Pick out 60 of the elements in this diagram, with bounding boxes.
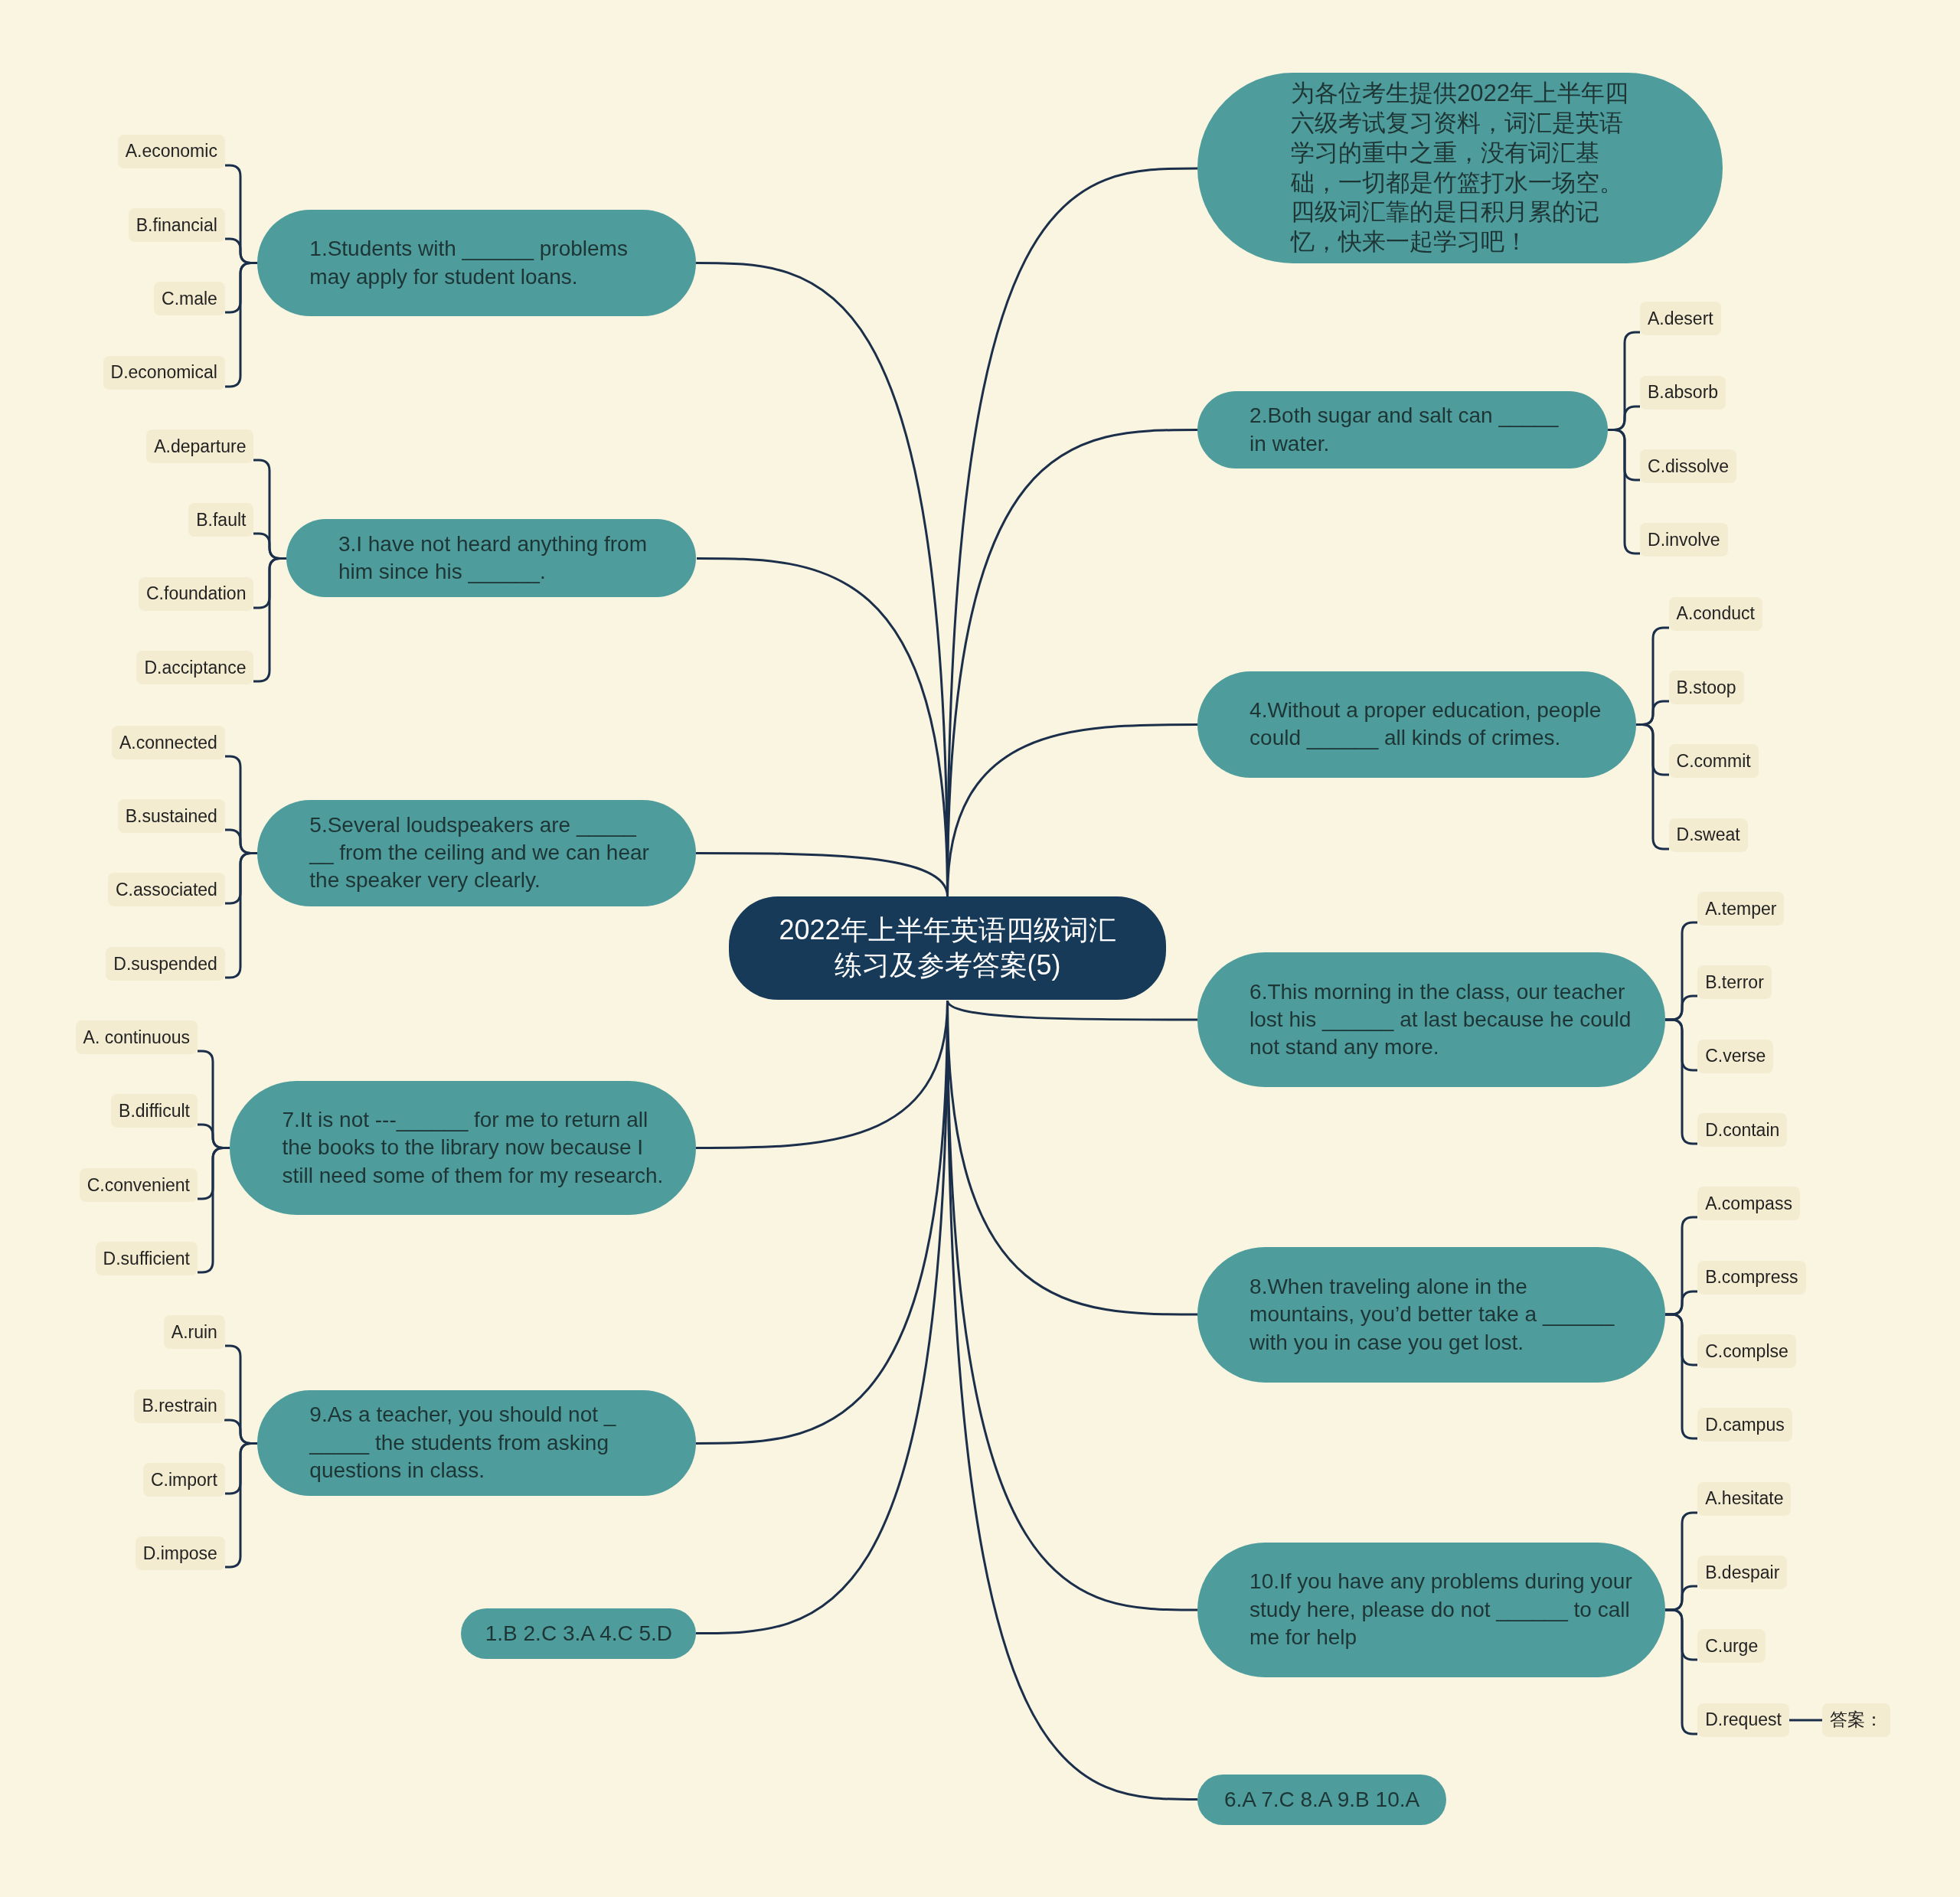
option-label: A.connected <box>112 725 225 759</box>
question-bubble: 8.When traveling alone in the mountains, you’d better take a ______ with you in case you get lost. <box>1197 1247 1665 1383</box>
option-label: B.despair <box>1697 1555 1788 1589</box>
option-label: C.import <box>143 1463 225 1497</box>
option-label: A.temper <box>1697 891 1785 926</box>
option-label: D.impose <box>135 1536 225 1571</box>
option-label: A.departure <box>146 429 254 463</box>
question-bubble: 3.I have not heard anything from him since his ______. <box>286 518 697 598</box>
option-label: C.male <box>154 282 225 316</box>
option-label: C.urge <box>1697 1629 1766 1664</box>
option-label: D.sweat <box>1668 818 1748 852</box>
option-label: D.contain <box>1697 1112 1788 1147</box>
question-bubble: 6.This morning in the class, our teacher lost his ______ at last because he could not stand any more. <box>1197 952 1665 1088</box>
question-bubble: 4.Without a proper education, people could ______ all kinds of crimes. <box>1197 671 1637 778</box>
option-label: A.compass <box>1697 1187 1800 1221</box>
question-bubble: 1.Students with ______ problems may apply for student loans. <box>257 210 697 317</box>
option-label: D.campus <box>1697 1408 1792 1442</box>
option-label: B.restrain <box>134 1389 225 1423</box>
connector-line <box>696 852 949 897</box>
question-bubble: 5.Several loudspeakers are _____ __ from the ceiling and we can hear the speaker very clearly. <box>257 799 697 906</box>
option-label: D.sufficient <box>95 1242 198 1276</box>
option-label: A.hesitate <box>1697 1481 1792 1516</box>
connector-line <box>1636 723 1669 851</box>
option-label: D.economical <box>103 355 225 390</box>
option-label: D.involve <box>1640 523 1728 557</box>
option-label: C.associated <box>107 873 225 907</box>
option-label: B.financial <box>128 207 225 242</box>
answer-key-bubble: 6.A 7.C 8.A 9.B 10.A <box>1197 1775 1446 1825</box>
option-label: A.desert <box>1640 302 1721 336</box>
option-label: C.dissolve <box>1640 449 1737 483</box>
option-label: B.difficult <box>111 1094 198 1128</box>
connector-line <box>946 1000 1197 1021</box>
option-label: C.complse <box>1697 1334 1796 1368</box>
option-label: A. continuous <box>75 1020 198 1055</box>
option-label: B.sustained <box>117 799 225 834</box>
question-bubble: 2.Both sugar and salt can _____ in water. <box>1197 391 1608 469</box>
answer-key-bubble: 1.B 2.C 3.A 4.C 5.D <box>461 1608 697 1659</box>
option-label: B.absorb <box>1640 375 1726 410</box>
connector-line <box>253 557 286 683</box>
option-label: D.acciptance <box>136 650 254 684</box>
question-bubble: 7.It is not ---______ for me to return all the books to the library now because I still need some of them for my research. <box>230 1081 697 1215</box>
option-label: D.suspended <box>106 946 225 981</box>
option-label: A.economic <box>117 134 225 168</box>
option-label: B.stoop <box>1668 670 1744 704</box>
central-topic: 2022年上半年英语四级词汇练习及参考答案(5) <box>728 896 1167 1001</box>
option-label: D.request <box>1697 1703 1789 1737</box>
option-label: B.compress <box>1697 1260 1806 1295</box>
option-label: C.foundation <box>139 576 254 611</box>
option-label: B.fault <box>188 503 254 537</box>
option-label: C.convenient <box>79 1167 198 1202</box>
option-label: C.verse <box>1697 1039 1774 1073</box>
option-label: A.ruin <box>163 1315 225 1350</box>
option-label: C.commit <box>1668 744 1759 779</box>
answer-label: 答案： <box>1822 1703 1891 1737</box>
question-bubble: 9.As a teacher, you should not _ _____ the students from asking questions in class. <box>257 1389 697 1497</box>
option-label: B.terror <box>1697 965 1772 1000</box>
option-label: A.conduct <box>1668 596 1762 631</box>
question-bubble: 10.If you have any problems during your study here, please do not ______ to call me for help <box>1197 1542 1665 1677</box>
connector-line <box>1789 1719 1822 1722</box>
intro-bubble: 为各位考生提供2022年上半年四六级考试复习资料，词汇是英语学习的重中之重，没有词汇基础，一切都是竹篮打水一场空。四级词汇靠的是日积月累的记忆，快来一起学习吧！ <box>1197 72 1723 264</box>
